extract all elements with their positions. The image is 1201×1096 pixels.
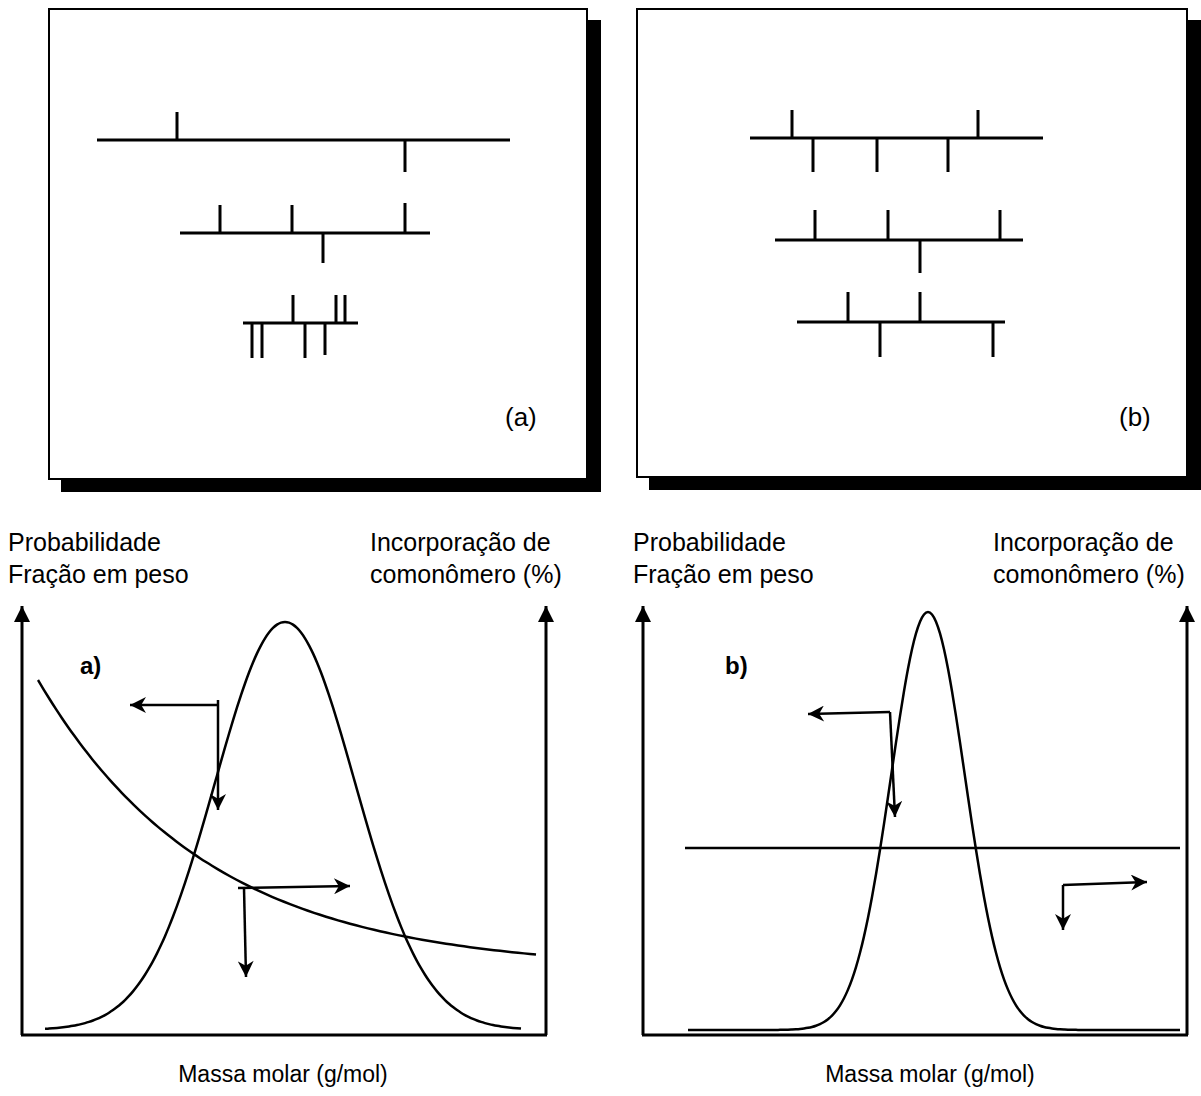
axis-title: Probabilidade Fração em peso [8, 526, 198, 590]
y-axis [545, 606, 548, 1035]
y-axis [642, 606, 645, 1035]
pointer-arrow [130, 704, 218, 707]
chart-letter: a) [80, 650, 140, 682]
pointer-arrow [238, 886, 350, 888]
x-axis [642, 1034, 1188, 1037]
polymer-chain [775, 210, 1023, 273]
pointer-arrow [217, 700, 220, 810]
axis-title: Probabilidade Fração em peso [633, 526, 823, 590]
polymer-chain [243, 295, 358, 358]
label-anchor: Massa molar (g/mol) [83, 1058, 483, 1090]
label-anchor: Massa molar (g/mol) [730, 1058, 1130, 1090]
axis-pointers [130, 700, 1147, 977]
axis-title: Incorporação de comonômero (%) [370, 526, 575, 590]
comonomer-curve [38, 680, 536, 955]
label-anchor: b) [725, 650, 785, 682]
axis-title: Massa molar (g/mol) [730, 1058, 1130, 1090]
figure-panel: (b) [636, 8, 1188, 478]
pointer-arrow [1062, 885, 1065, 930]
polymer-chain [797, 292, 1005, 357]
pointer-arrow [1063, 882, 1147, 885]
label-anchor: Probabilidade Fração em peso [633, 526, 823, 590]
axis-title: Incorporação de comonômero (%) [993, 526, 1198, 590]
polymer-chain [97, 112, 510, 172]
panel-letter: (b) [1119, 402, 1151, 432]
y-axis [21, 606, 24, 1035]
polymer-chain [750, 110, 1043, 172]
chart-letter: b) [725, 650, 785, 682]
y-axis [1186, 606, 1189, 1035]
axis-title: Massa molar (g/mol) [83, 1058, 483, 1090]
comonomer-line [685, 847, 1180, 850]
chart-curves [38, 612, 1180, 1030]
pointer-arrow [244, 888, 246, 977]
distribution-curve [688, 612, 1180, 1030]
figure-panel: (a) [48, 8, 588, 480]
label-anchor: a) [80, 650, 140, 682]
label-anchor: Incorporação de comonômero (%) [993, 526, 1198, 590]
x-axis [21, 1034, 547, 1037]
polymer-chain [180, 203, 430, 263]
distribution-curve [45, 622, 521, 1029]
label-anchor: Incorporação de comonômero (%) [370, 526, 575, 590]
chart-axes [21, 606, 1188, 1035]
polymer-chains [97, 110, 1043, 358]
label-anchor: Probabilidade Fração em peso [8, 526, 198, 590]
pointer-arrow [808, 712, 890, 714]
panel-letter: (a) [505, 402, 537, 432]
pointer-arrow [890, 712, 895, 817]
